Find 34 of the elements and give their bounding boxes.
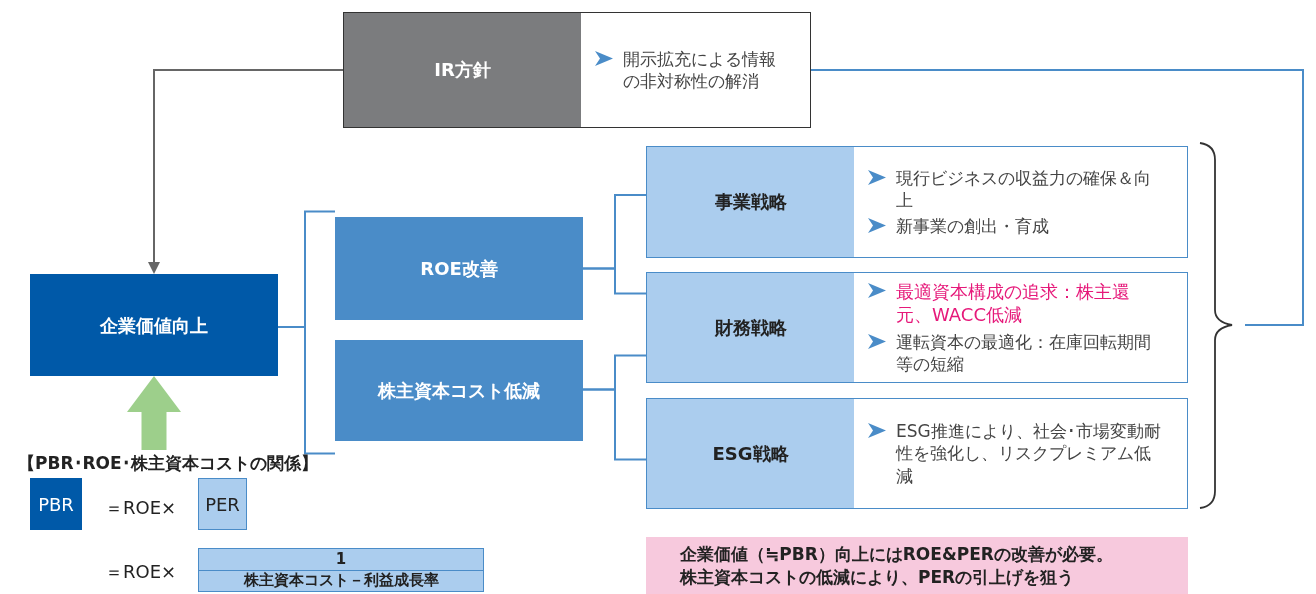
- connector-line: [810, 69, 1304, 326]
- formula-text: ＝ROE×: [105, 560, 178, 584]
- connector-line: [277, 326, 336, 455]
- denominator: 株主資本コスト－利益成長率: [199, 569, 483, 591]
- formula-term: PER: [198, 478, 247, 530]
- formula-text: ＝ROE×: [105, 496, 178, 520]
- strategy-box: [646, 398, 1188, 509]
- note-text: 株主資本コストの低減により、PERの引上げを狙う: [680, 565, 1076, 588]
- arrow: [127, 376, 181, 450]
- arrow: [148, 69, 344, 274]
- goal-box: 企業価値向上: [30, 274, 278, 376]
- bullet-text: 現行ビジネスの収益力の確保＆向上: [896, 166, 1152, 212]
- bullet-text: 運転資本の最適化：在庫回転期間等の短縮: [896, 330, 1152, 375]
- bullet-text: 開示拡充による情報の非対称性の解消: [623, 47, 777, 93]
- connector-line: [582, 267, 647, 295]
- bullet-text: ESG推進により、社会･市場変動耐性を強化し、リスクプレミアム低減: [896, 420, 1162, 487]
- node-heading: IR方針: [344, 13, 581, 127]
- section-heading: 【PBR･ROE･株主資本コストの関係】: [18, 450, 368, 476]
- numerator: 1: [334, 549, 348, 570]
- note-box: [646, 537, 1188, 594]
- connector-line: [582, 388, 647, 461]
- note-text: 企業価値（≒PBR）向上にはROE&PERの改善が必要。: [680, 543, 1114, 566]
- node-heading: 事業戦略: [647, 147, 854, 257]
- strategy-box: [646, 272, 1188, 383]
- process-box: 株主資本コスト低減: [335, 340, 583, 441]
- fraction-box: [198, 548, 484, 592]
- strategy-box: [646, 146, 1188, 258]
- policy-box: [343, 12, 811, 128]
- node-heading: 財務戦略: [647, 273, 854, 382]
- bullet-text: 新事業の創出・育成: [896, 215, 1049, 238]
- formula-term: PBR: [30, 478, 82, 530]
- node-heading: ESG戦略: [647, 399, 854, 508]
- bullet-text: 最適資本構成の追求：株主還元、WACC低減: [896, 280, 1131, 327]
- process-box: ROE改善: [335, 217, 583, 320]
